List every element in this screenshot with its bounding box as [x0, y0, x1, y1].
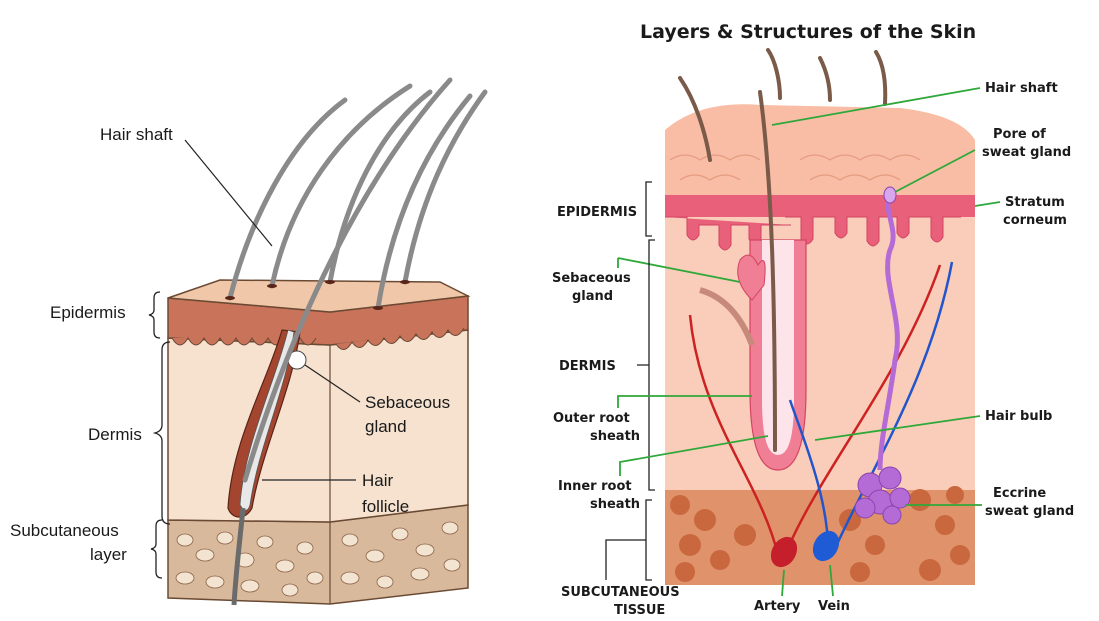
left-dermis-block	[168, 330, 468, 522]
left-label-subcutaneous-1: Subcutaneous	[10, 521, 119, 540]
right-label-epidermis: EPIDERMIS	[557, 205, 637, 220]
right-epidermis-bracket	[646, 182, 652, 236]
left-label-hair-follicle-2: follicle	[362, 497, 409, 516]
right-label-sebaceous-2: gland	[572, 289, 613, 304]
left-label-subcutaneous-2: layer	[90, 545, 127, 564]
left-label-hair-shaft: Hair shaft	[100, 125, 173, 144]
right-label-outer-root-2: sheath	[590, 429, 640, 444]
right-label-pore-1: Pore of	[993, 127, 1046, 142]
right-label-subcutaneous-1: SUBCUTANEOUS	[561, 585, 680, 600]
right-label-sebaceous-1: Sebaceous	[552, 271, 631, 286]
right-label-hair-shaft: Hair shaft	[985, 81, 1058, 96]
left-epidermis-brace	[149, 292, 160, 338]
right-label-outer-root-1: Outer root	[553, 411, 630, 426]
left-label-dermis: Dermis	[88, 425, 142, 444]
right-label-hair-bulb: Hair bulb	[985, 409, 1052, 424]
left-subcutaneous-brace	[151, 520, 162, 578]
right-label-dermis: DERMIS	[559, 359, 616, 374]
right-dermis-bracket	[637, 240, 655, 490]
right-title: Layers & Structures of the Skin	[640, 21, 976, 43]
right-label-eccrine-1: Eccrine	[993, 486, 1046, 501]
left-label-epidermis: Epidermis	[50, 303, 126, 322]
left-label-sebaceous-1: Sebaceous	[365, 393, 450, 412]
right-label-inner-root-2: sheath	[590, 497, 640, 512]
right-label-stratum-2: corneum	[1003, 213, 1067, 228]
right-label-stratum-1: Stratum	[1005, 195, 1065, 210]
right-label-vein: Vein	[818, 599, 850, 614]
right-subcutaneous-bracket	[606, 500, 652, 580]
left-skin-cross-section: Hair shaft Epidermis Dermis Subcutaneous…	[10, 80, 485, 605]
right-label-eccrine-2: sweat gland	[985, 504, 1074, 519]
right-label-pore-2: sweat gland	[982, 145, 1071, 160]
right-label-subcutaneous-2: TISSUE	[614, 603, 665, 618]
left-label-hair-follicle-1: Hair	[362, 471, 394, 490]
right-label-inner-root-1: Inner root	[558, 479, 632, 494]
right-skin-cross-section: Layers & Structures of the Skin	[552, 21, 1074, 618]
left-label-sebaceous-2: gland	[365, 417, 407, 436]
right-dermis-block	[665, 215, 975, 490]
right-label-artery: Artery	[754, 599, 801, 614]
